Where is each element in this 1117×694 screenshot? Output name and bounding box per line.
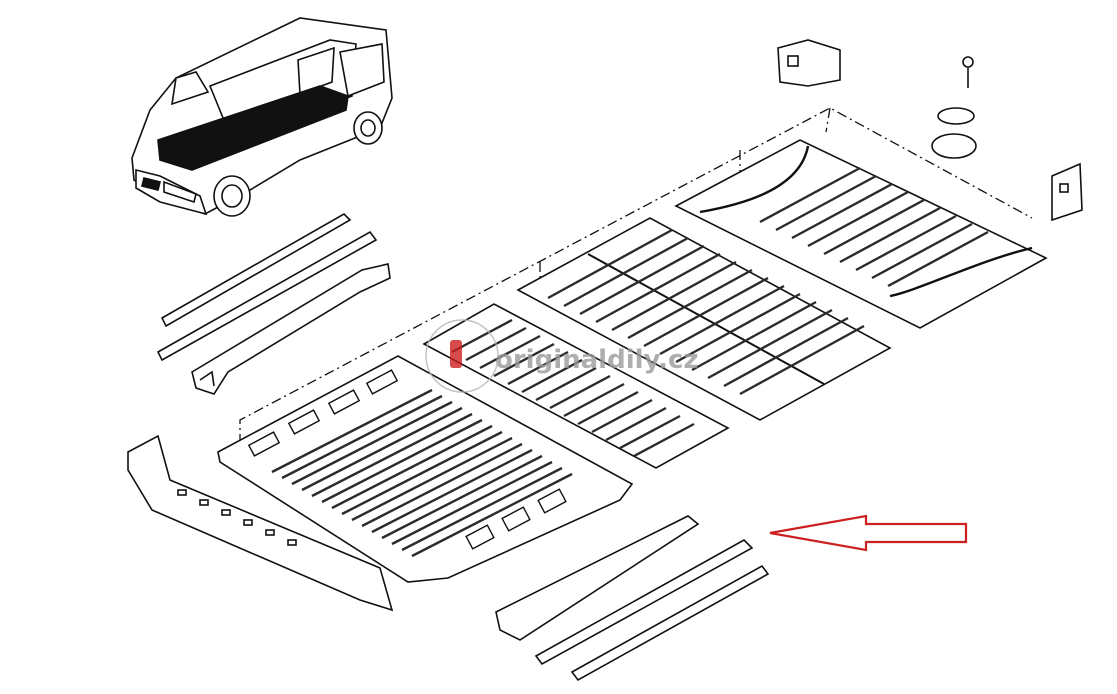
right-sill-reinforcement [495,515,700,641]
watermark-ring [425,319,499,393]
rear-floor-panel [674,139,1048,329]
watermark: originaldily.cz [425,319,699,393]
third-floor-panel [516,217,892,421]
small-bracket-top [777,39,841,87]
van-illustration [131,17,393,217]
left-outer-sill [127,434,394,612]
left-sill-reinforcement [191,263,391,395]
side-bracket-right [1051,162,1083,222]
right-lower-rail [570,564,770,682]
watermark-logo-icon [450,340,462,368]
left-middle-rail [156,230,378,362]
rear-right-sill-rail [534,539,754,666]
watermark-text: originaldily.cz [495,345,699,375]
left-upper-rail [160,213,352,328]
callout-arrow [769,514,968,552]
bolt-and-clips [931,56,977,159]
front-floor-panel [217,355,634,583]
